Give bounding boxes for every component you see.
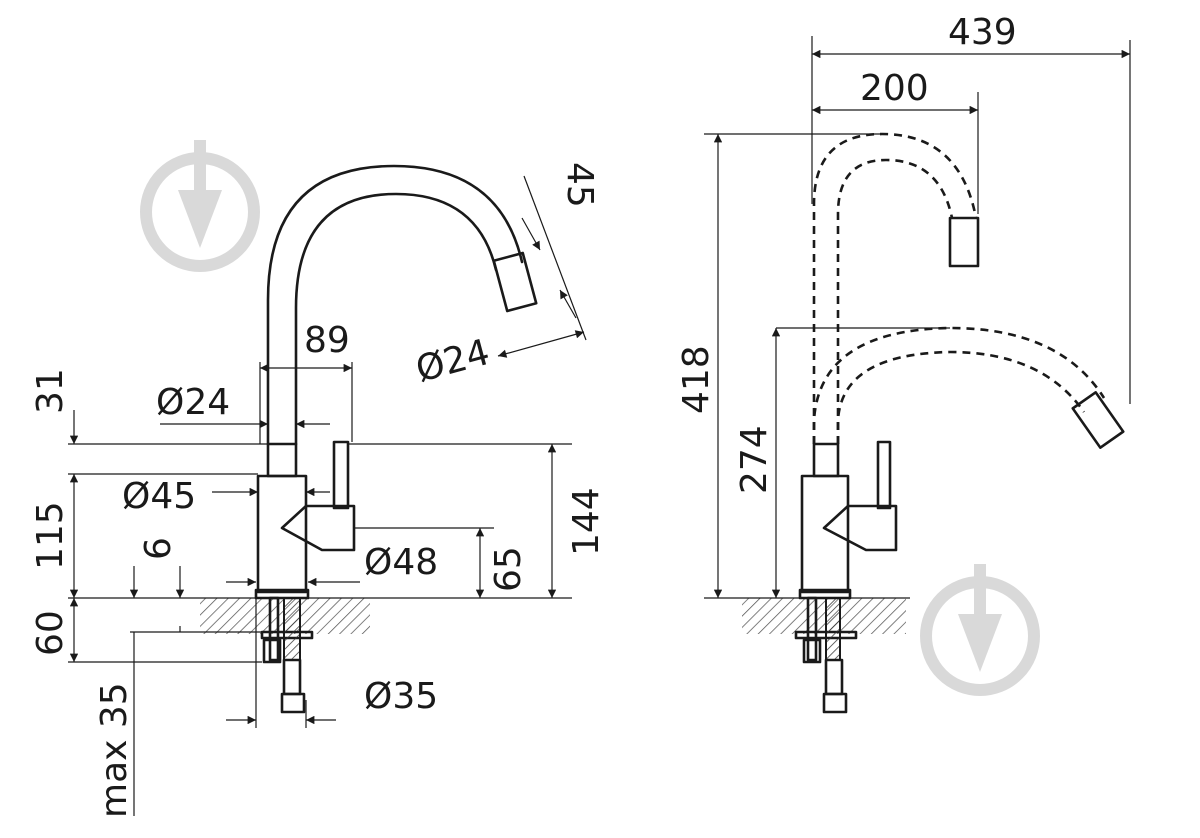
dim-hose-dia-label: Ø35 bbox=[364, 676, 438, 717]
dim-max-counter-label: max 35 bbox=[94, 682, 135, 818]
dim-spout-dia-label: Ø24 bbox=[412, 332, 494, 391]
dim-base-to-handle-label: 65 bbox=[488, 546, 529, 592]
dim-below-counter-label: 60 bbox=[30, 610, 71, 656]
dim-handle-height-label: 144 bbox=[566, 487, 607, 556]
dim-high-reach-label: 200 bbox=[860, 68, 929, 109]
download-arrow-icon bbox=[140, 140, 260, 272]
left-faucet-view: 89 Ø24 Ø45 Ø48 Ø35 31 115 60 6 max 35 65… bbox=[30, 162, 607, 818]
right-faucet-view: 439 200 418 274 bbox=[676, 12, 1131, 714]
dim-low-height-label: 274 bbox=[734, 425, 775, 494]
dim-reach-label: 89 bbox=[304, 320, 350, 361]
download-arrow-icon bbox=[920, 564, 1040, 696]
dim-total-reach-label: 439 bbox=[948, 12, 1017, 53]
dim-body-dia-label: Ø45 bbox=[122, 476, 196, 517]
dim-top-height-label: 31 bbox=[30, 368, 71, 414]
dim-base-dia-label: Ø48 bbox=[364, 542, 438, 583]
dim-spout-end-label: 45 bbox=[559, 162, 600, 208]
dim-base-thickness-label: 6 bbox=[138, 537, 179, 560]
dim-pipe-dia-label: Ø24 bbox=[156, 382, 230, 423]
dim-total-height-label: 418 bbox=[676, 345, 717, 414]
dim-body-height-label: 115 bbox=[30, 501, 71, 570]
